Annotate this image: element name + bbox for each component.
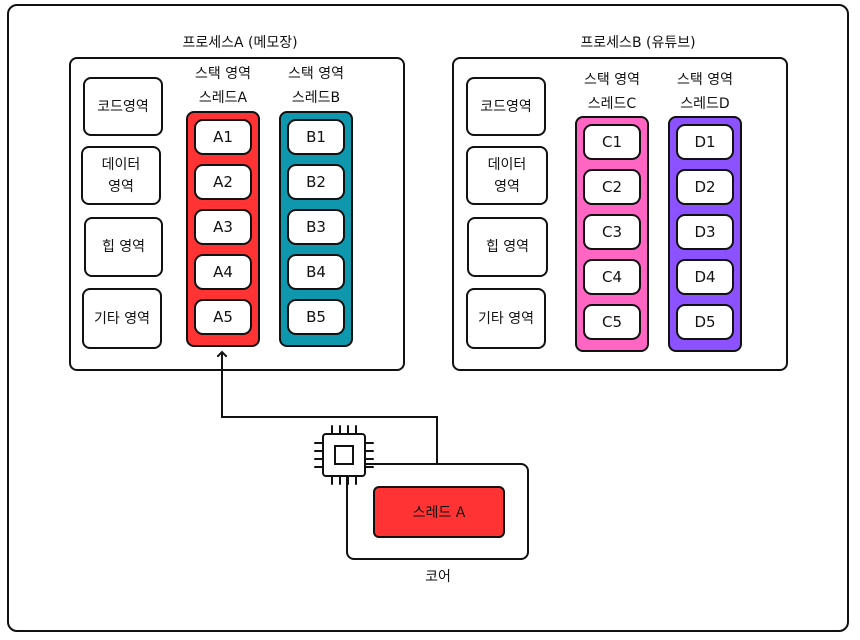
stack-cell-c4: C4 <box>583 259 641 295</box>
stack-cell-d1: D1 <box>676 124 734 160</box>
diagram-frame <box>7 4 849 632</box>
process-a-code-segment: 코드영역 <box>83 77 163 136</box>
stack-cell-a4: A4 <box>194 254 252 290</box>
process-a-other-segment: 기타 영역 <box>82 288 162 349</box>
stack-cell-c1: C1 <box>583 124 641 160</box>
core-running-thread: 스레드 A <box>373 486 505 538</box>
stack-cell-b3: B3 <box>287 209 345 245</box>
thread-c-name: 스레드C <box>587 96 637 112</box>
stack-cell-d5: D5 <box>676 304 734 340</box>
process-b-code-segment: 코드영역 <box>466 77 546 136</box>
process-a-data-segment: 데이터 영역 <box>81 146 161 205</box>
thread-d-name: 스레드D <box>680 96 730 112</box>
stack-cell-b2: B2 <box>287 164 345 200</box>
thread-d-stack-label: 스택 영역 <box>677 72 733 88</box>
stack-cell-a5: A5 <box>194 299 252 335</box>
thread-c-stack: C1 C2 C3 C4 C5 <box>575 116 649 352</box>
stack-cell-d2: D2 <box>676 169 734 205</box>
process-a-heap-segment: 힙 영역 <box>84 217 163 277</box>
thread-d-stack-header: 스택 영역 스레드D <box>660 68 750 116</box>
thread-b-stack-label: 스택 영역 <box>288 66 344 82</box>
thread-a-stack-label: 스택 영역 <box>195 66 251 82</box>
thread-a-name: 스레드A <box>198 90 248 106</box>
stack-cell-a3: A3 <box>194 209 252 245</box>
thread-c-stack-header: 스택 영역 스레드C <box>567 68 657 116</box>
core-label: 코어 <box>425 569 451 585</box>
stack-cell-a1: A1 <box>194 119 252 155</box>
stack-cell-c3: C3 <box>583 214 641 250</box>
stack-cell-a2: A2 <box>194 164 252 200</box>
thread-b-name: 스레드B <box>291 90 341 106</box>
process-b-heap-segment: 힙 영역 <box>467 217 548 277</box>
thread-a-stack: A1 A2 A3 A4 A5 <box>186 111 260 347</box>
thread-d-stack: D1 D2 D3 D4 D5 <box>668 116 742 352</box>
thread-b-stack: B1 B2 B3 B4 B5 <box>279 111 353 347</box>
process-b-data-segment: 데이터 영역 <box>466 146 548 205</box>
thread-b-stack-header: 스택 영역 스레드B <box>271 62 361 110</box>
stack-cell-d3: D3 <box>676 214 734 250</box>
process-a-title: 프로세스A (메모장) <box>182 35 298 51</box>
stack-cell-d4: D4 <box>676 259 734 295</box>
stack-cell-c2: C2 <box>583 169 641 205</box>
stack-cell-b5: B5 <box>287 299 345 335</box>
schedule-arrow <box>222 352 438 463</box>
cpu-chip-icon <box>314 425 374 485</box>
stack-cell-c5: C5 <box>583 304 641 340</box>
thread-c-stack-label: 스택 영역 <box>584 72 640 88</box>
thread-a-stack-header: 스택 영역 스레드A <box>178 62 268 110</box>
process-b-title: 프로세스B (유튜브) <box>580 35 696 51</box>
process-b-other-segment: 기타 영역 <box>466 288 546 349</box>
stack-cell-b1: B1 <box>287 119 345 155</box>
stack-cell-b4: B4 <box>287 254 345 290</box>
